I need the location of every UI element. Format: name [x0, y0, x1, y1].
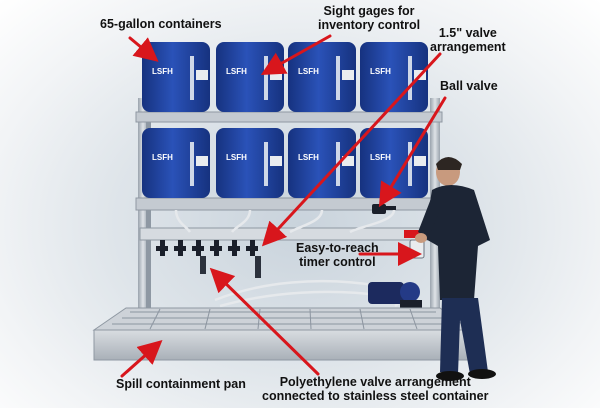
label-timer-control-line2: timer control — [299, 255, 376, 269]
label-valve-arrangement: 1.5" valve arrangement — [430, 26, 506, 54]
manifold-bar — [139, 227, 439, 241]
label-polyethylene-valve-line2: connected to stainless steel container — [262, 389, 489, 403]
arrow-icon — [128, 36, 159, 62]
container-brand-label: LSFH — [152, 67, 173, 76]
label-valve-arrangement-line2: arrangement — [430, 40, 506, 54]
container-brand-label: LSFH — [298, 153, 319, 162]
container-brand-label: LSFH — [298, 67, 319, 76]
arrow-icon — [261, 52, 442, 247]
container-brand-label: LSFH — [152, 153, 173, 162]
label-timer-control: Easy-to-reach timer control — [296, 241, 379, 269]
worker-figure — [415, 157, 496, 381]
arrow-icon — [120, 340, 163, 378]
middle-shelf — [135, 197, 443, 211]
label-65-gallon-containers: 65-gallon containers — [100, 17, 222, 31]
label-sight-gages-line2: inventory control — [318, 18, 421, 32]
arrow-icon — [260, 34, 332, 75]
valve-arrangement — [156, 240, 261, 278]
label-ball-valve: Ball valve — [440, 79, 498, 93]
rack-post-left-front — [138, 98, 148, 356]
label-polyethylene-valve: Polyethylene valve arrangement connected… — [262, 375, 488, 403]
label-sight-gages-line1: Sight gages for — [323, 4, 415, 18]
pump-unit — [368, 282, 422, 308]
label-valve-arrangement-line1: 1.5" valve — [438, 26, 497, 40]
top-shelf — [135, 111, 443, 123]
label-spill-containment-pan: Spill containment pan — [116, 377, 246, 391]
container-drum-row-top — [142, 42, 428, 112]
arrow-icon — [378, 96, 447, 208]
container-brand-label: LSFH — [226, 153, 247, 162]
container-brand-label: LSFH — [370, 67, 391, 76]
container-brand-label: LSFH — [370, 153, 391, 162]
container-drum-row-bottom — [142, 128, 428, 198]
callout-arrows — [120, 34, 447, 378]
label-timer-control-line1: Easy-to-reach — [296, 241, 379, 255]
container-brand-label: LSFH — [226, 67, 247, 76]
container-brand-logos: LSFH LSFH LSFH LSFH LSFH LSFH LSFH LSFH — [152, 67, 391, 162]
label-polyethylene-valve-line1: Polyethylene valve arrangement — [279, 375, 471, 389]
label-sight-gages: Sight gages for inventory control — [318, 4, 420, 32]
rack-post-left-back — [146, 98, 151, 338]
arrow-icon — [209, 267, 320, 376]
